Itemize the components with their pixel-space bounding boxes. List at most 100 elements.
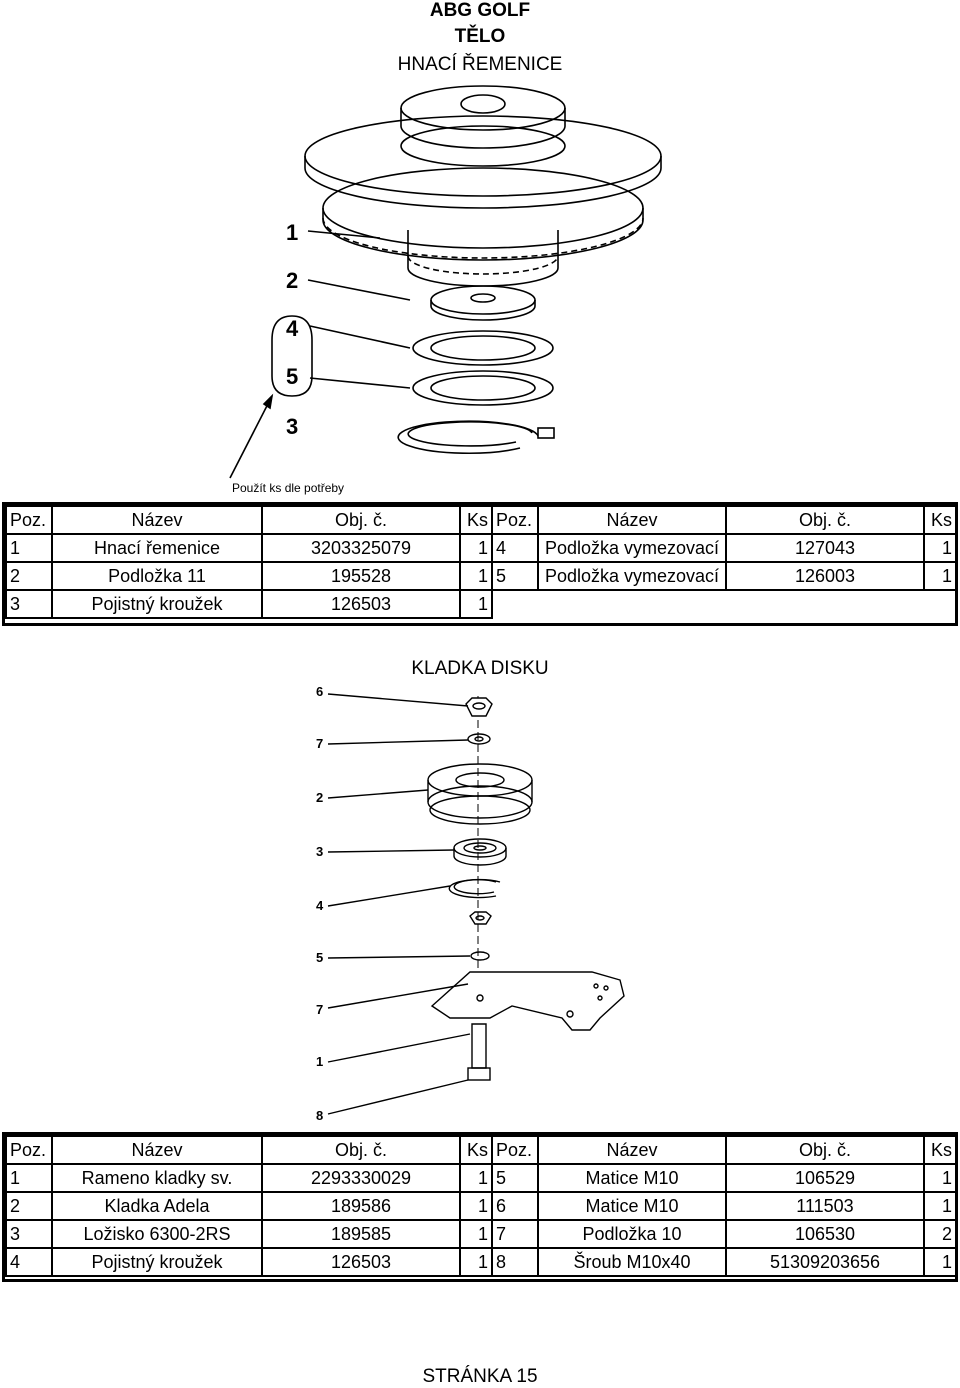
cell-pos: 6 [491, 1191, 539, 1221]
pulley-exploded-drawing: 1 2 4 5 3 Použít ks dle potřeby [229, 85, 662, 495]
cell-obj: 126503 [261, 1247, 461, 1277]
cell-name: Šroub M10x40 [537, 1247, 727, 1277]
callout-label: 1 [286, 220, 298, 245]
cell-ks: 1 [459, 1163, 493, 1193]
cell-pos: 3 [5, 1219, 53, 1249]
cell-obj: 2293330029 [261, 1163, 461, 1193]
cell-pos: 1 [5, 533, 53, 563]
cell-pos: 5 [491, 1163, 539, 1193]
header-name: Název [537, 1135, 727, 1165]
table-row: 2 Kladka Adela 189586 1 6 Matice M10 111… [5, 1191, 957, 1221]
table-row: 1 Rameno kladky sv. 2293330029 1 5 Matic… [5, 1163, 957, 1193]
cell-ks: 1 [459, 1219, 493, 1249]
usage-note: Použít ks dle potřeby [232, 481, 344, 495]
brand-title: ABG GOLF [429, 0, 531, 21]
header-pos: Poz. [5, 505, 53, 535]
cell-name: Podložka 10 [537, 1219, 727, 1249]
header-name: Název [51, 505, 263, 535]
callout-label: 5 [286, 364, 298, 389]
callout-label: 4 [286, 316, 299, 341]
callout-label: 2 [286, 268, 298, 293]
callout-label: 1 [316, 1054, 323, 1069]
callout-label: 3 [316, 844, 323, 859]
cell-name: Matice M10 [537, 1191, 727, 1221]
page-number: STRÁNKA 15 [422, 1366, 538, 1387]
table-row: 4 Pojistný kroužek 126503 1 8 Šroub M10x… [5, 1247, 957, 1277]
cell-obj: 106529 [725, 1163, 925, 1193]
cell-ks: 2 [923, 1219, 957, 1249]
cell-obj: 127043 [725, 533, 925, 563]
cell-obj: 126003 [725, 561, 925, 591]
parts-table-frame [2, 502, 958, 626]
callout-label: 7 [316, 1002, 323, 1017]
callout-label: 6 [316, 684, 323, 699]
cell-name: Matice M10 [537, 1163, 727, 1193]
cell-ks: 1 [923, 1191, 957, 1221]
cell-pos: 1 [5, 1163, 53, 1193]
idler-exploded-drawing: 6 7 2 3 4 5 7 1 8 [316, 684, 625, 1123]
header-pos: Poz. [491, 505, 539, 535]
table-row: 3 Ložisko 6300-2RS 189585 1 7 Podložka 1… [5, 1219, 957, 1249]
cell-pos: 4 [5, 1247, 53, 1277]
callout-label: 2 [316, 790, 323, 805]
cell-ks: 1 [459, 1191, 493, 1221]
header-name: Název [51, 1135, 263, 1165]
cell-ks: 1 [923, 1247, 957, 1277]
parts-table-idler: Poz. Název Obj. č. Ks Poz. Název Obj. č.… [5, 1135, 957, 1277]
cell-pos: 5 [491, 561, 539, 591]
cell-pos: 7 [491, 1219, 539, 1249]
cell-obj: 111503 [725, 1191, 925, 1221]
header-pos: Poz. [491, 1135, 539, 1165]
cell-name: Rameno kladky sv. [51, 1163, 263, 1193]
cell-name: Pojistný kroužek [51, 589, 263, 619]
cell-name: Kladka Adela [51, 1191, 263, 1221]
header-ks: Ks [459, 505, 493, 535]
cell-ks: 1 [459, 561, 493, 591]
header-obj: Obj. č. [725, 505, 925, 535]
assembly-title: HNACÍ ŘEMENICE [397, 54, 563, 75]
table-row: 1 Hnací řemenice 3203325079 1 4 Podložka… [5, 533, 957, 563]
callout-label: 4 [316, 898, 324, 913]
section-title-body: TĚLO [454, 26, 506, 47]
cell-pos: 4 [491, 533, 539, 563]
table-row: 2 Podložka 11 195528 1 5 Podložka vymezo… [5, 561, 957, 591]
cell-obj: 3203325079 [261, 533, 461, 563]
table-header-row: Poz. Název Obj. č. Ks Poz. Název Obj. č.… [5, 1135, 957, 1165]
cell-name: Pojistný kroužek [51, 1247, 263, 1277]
parts-table-pulley: Poz. Název Obj. č. Ks Poz. Název Obj. č.… [5, 505, 957, 619]
cell-name: Hnací řemenice [51, 533, 263, 563]
cell-ks: 1 [459, 1247, 493, 1277]
callout-label: 3 [286, 414, 298, 439]
parts-table-frame [2, 1132, 958, 1282]
header-obj: Obj. č. [725, 1135, 925, 1165]
cell-ks: 1 [459, 589, 493, 619]
table-row: 3 Pojistný kroužek 126503 1 [5, 589, 956, 619]
cell-obj: 126503 [261, 589, 461, 619]
callout-label: 5 [316, 950, 323, 965]
cell-name: Podložka vymezovací [537, 533, 727, 563]
cell-pos: 3 [5, 589, 53, 619]
header-obj: Obj. č. [261, 1135, 461, 1165]
cell-pos: 2 [5, 1191, 53, 1221]
callout-label: 8 [316, 1108, 323, 1123]
header-ks: Ks [923, 505, 957, 535]
cell-obj: 51309203656 [725, 1247, 925, 1277]
header-obj: Obj. č. [261, 505, 461, 535]
table-header-row: Poz. Název Obj. č. Ks Poz. Název Obj. č.… [5, 505, 957, 535]
empty-cell [492, 590, 956, 618]
callout-label: 7 [316, 736, 323, 751]
cell-name: Podložka vymezovací [537, 561, 727, 591]
header-ks: Ks [459, 1135, 493, 1165]
cell-pos: 2 [5, 561, 53, 591]
cell-ks: 1 [459, 533, 493, 563]
header-ks: Ks [923, 1135, 957, 1165]
cell-obj: 106530 [725, 1219, 925, 1249]
cell-obj: 195528 [261, 561, 461, 591]
cell-obj: 189585 [261, 1219, 461, 1249]
cell-ks: 1 [923, 561, 957, 591]
header-pos: Poz. [5, 1135, 53, 1165]
cell-name: Ložisko 6300-2RS [51, 1219, 263, 1249]
header-name: Název [537, 505, 727, 535]
cell-ks: 1 [923, 533, 957, 563]
cell-obj: 189586 [261, 1191, 461, 1221]
